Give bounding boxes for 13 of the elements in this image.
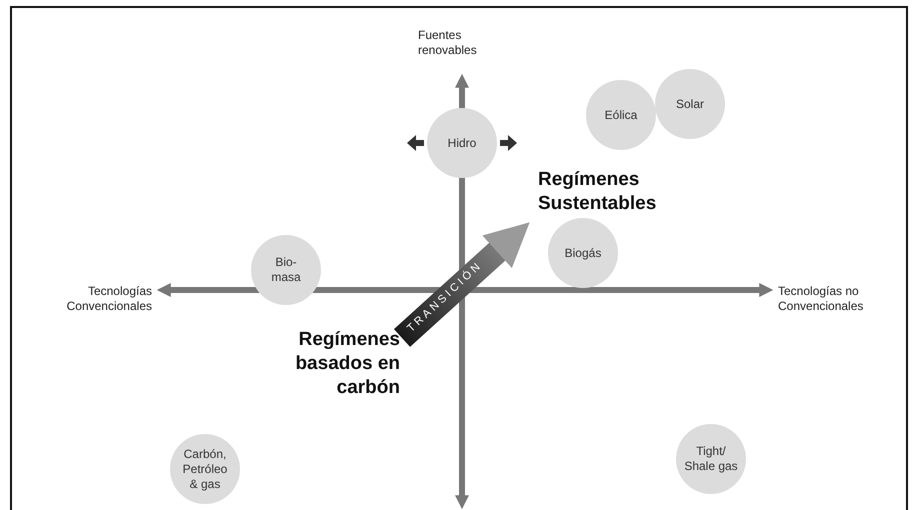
technology-circle: Solar (655, 69, 725, 139)
technology-circle: Hidro (427, 108, 497, 178)
technology-circle: Biogás (548, 218, 618, 288)
regime-heading: Regímenes Sustentables (538, 168, 668, 216)
axis-label: Fuentes renovables (418, 28, 478, 58)
transition-arrow (394, 222, 530, 347)
technology-circle: Eólica (586, 80, 656, 150)
technology-circle: Tight/ Shale gas (676, 424, 746, 494)
regime-heading: Regímenes basados en carbón (272, 328, 400, 400)
axis-label: Tecnologías Convencionales (66, 284, 152, 314)
axis-label: Tecnologías no Convencionales (778, 284, 864, 314)
technology-circle: Bio- masa (251, 235, 321, 305)
technology-circle: Carbón, Petróleo & gas (170, 434, 240, 504)
